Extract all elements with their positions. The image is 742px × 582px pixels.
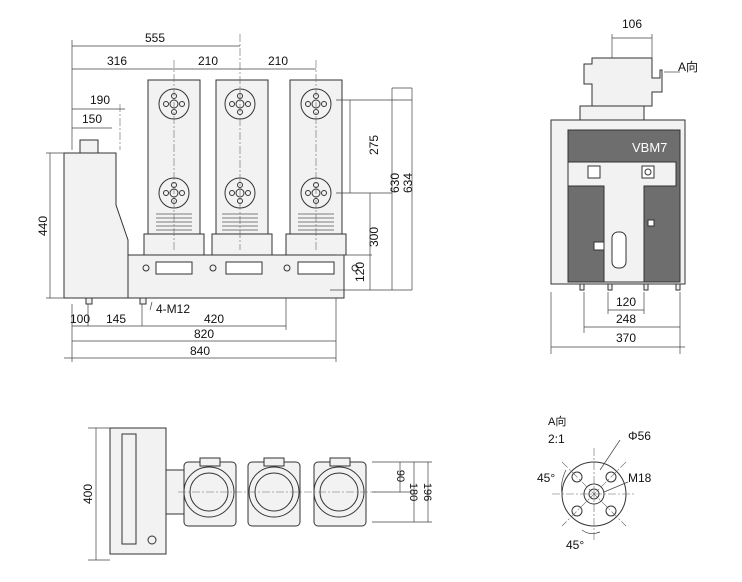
side-top-plate — [579, 105, 645, 121]
phi56-leader — [599, 439, 621, 471]
top-pole-2 — [247, 457, 301, 527]
dim-440-line — [46, 152, 64, 299]
base-frame — [127, 254, 345, 299]
dim-555: 555 — [145, 31, 165, 45]
dim-400: 400 — [81, 484, 95, 504]
base-slot-2 — [225, 261, 263, 275]
foot-2 — [139, 297, 147, 305]
dim-side-120: 120 — [616, 295, 636, 309]
angle-label-top: 45° — [537, 471, 555, 485]
base-hole-4 — [351, 264, 359, 272]
dim-840: 840 — [190, 344, 210, 358]
bolt-leader — [149, 301, 153, 311]
dim-190-150-line — [72, 108, 125, 129]
dim-196: 196 — [421, 483, 433, 501]
top-mechanism — [109, 427, 167, 555]
detail-a: A向 2:1 Φ56 M18 45° 45° — [537, 414, 652, 552]
dim-120-vert: 120 — [353, 262, 367, 282]
dim-555-line — [71, 40, 240, 150]
top-view: 400 90 180 196 — [81, 427, 433, 561]
top-mechanism-inner — [121, 433, 137, 545]
a-view-marker: A向 — [678, 59, 698, 74]
side-dim-lines — [551, 309, 685, 348]
dim-316: 316 — [107, 54, 127, 68]
side-dim-ext — [550, 292, 681, 354]
dim-400-line — [88, 427, 110, 561]
foot-1 — [85, 297, 93, 305]
base-hole-2 — [209, 264, 217, 272]
side-indicator-1 — [593, 241, 605, 251]
pole-2 — [211, 79, 273, 256]
dim-300: 300 — [367, 227, 381, 247]
side-switch-2[interactable] — [641, 165, 655, 179]
phi56-label: Φ56 — [628, 429, 651, 443]
top-dim-lines — [399, 462, 429, 522]
base-slot-3 — [297, 261, 335, 275]
dim-right-lines — [349, 88, 413, 290]
side-view: VBM7 106 A向 120 248 370 — [550, 17, 698, 354]
side-switch-1[interactable] — [587, 165, 601, 179]
dim-right-ext — [330, 99, 412, 291]
dim-bottom-ext — [71, 298, 337, 362]
dim-248: 248 — [616, 312, 636, 326]
dim-210-b: 210 — [268, 54, 288, 68]
top-dim-ext — [372, 461, 432, 523]
dim-820: 820 — [194, 327, 214, 341]
dim-275: 275 — [367, 135, 381, 155]
dim-180: 180 — [407, 483, 419, 501]
dim-106: 106 — [622, 17, 642, 31]
detail-a-title: A向 — [548, 414, 566, 428]
side-slot — [611, 231, 627, 269]
dim-630: 630 — [388, 173, 402, 193]
dim-370: 370 — [616, 331, 636, 345]
dim-150: 150 — [82, 112, 102, 126]
dim-210-a: 210 — [198, 54, 218, 68]
base-hole-3 — [283, 264, 291, 272]
dim-106-line — [611, 34, 653, 58]
base-hole-1 — [142, 264, 150, 272]
dim-145: 145 — [106, 312, 126, 326]
top-pole-1 — [183, 457, 237, 527]
mechanism-top-knob — [79, 139, 99, 154]
detail-a-scale: 2:1 — [548, 432, 565, 446]
m18-label: M18 — [628, 471, 652, 485]
side-indicator-2 — [647, 219, 655, 227]
base-slot-1 — [155, 261, 193, 275]
side-front-panel — [567, 161, 677, 283]
dim-440: 440 — [36, 216, 50, 236]
mechanism-housing — [63, 152, 129, 299]
dim-420: 420 — [204, 312, 224, 326]
bolt-label: 4-M12 — [156, 302, 190, 316]
side-top-terminal — [583, 57, 663, 107]
dim-634: 634 — [401, 173, 415, 193]
m18-leader — [603, 481, 629, 493]
dim-190: 190 — [90, 93, 110, 107]
model-label: VBM7 — [632, 140, 667, 155]
angle-label-bottom: 45° — [566, 538, 584, 552]
dim-90: 90 — [394, 470, 406, 482]
front-view: 555 316 210 210 190 150 440 275 630 634 … — [36, 31, 415, 362]
dim-100: 100 — [70, 312, 90, 326]
